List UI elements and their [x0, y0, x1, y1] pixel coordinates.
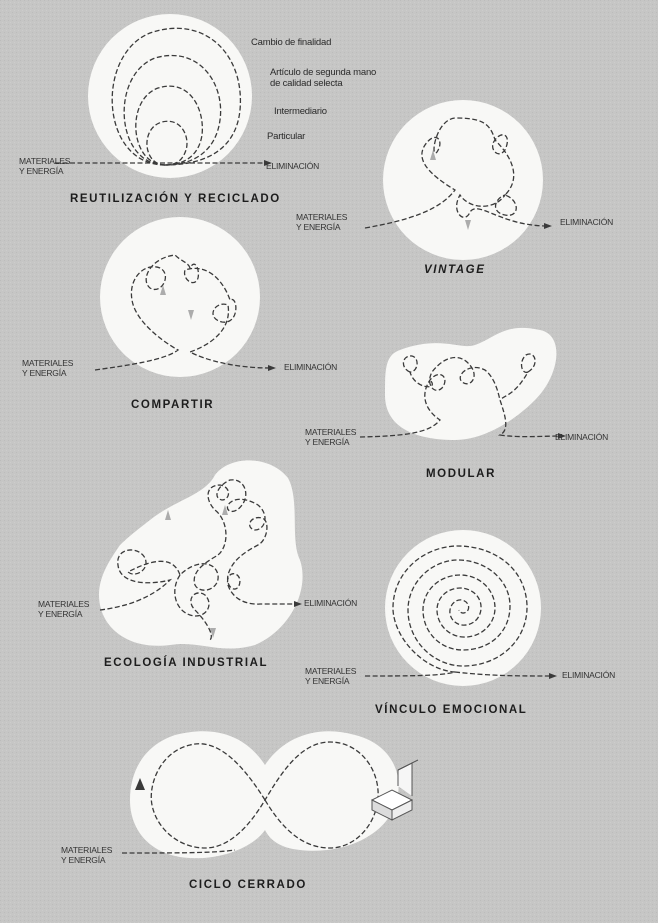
- modular-title: MODULAR: [426, 468, 496, 480]
- sharing-input-line-2: Y ENERGÍA: [22, 368, 73, 378]
- reuse-input-line-2: Y ENERGÍA: [19, 166, 70, 176]
- vintage-input-label: MATERIALES Y ENERGÍA: [296, 212, 347, 232]
- emotional-input-line-2: Y ENERGÍA: [305, 676, 356, 686]
- loop-label-second-hand-line-2: de calidad selecta: [270, 78, 376, 89]
- industrial-input-line-2: Y ENERGÍA: [38, 609, 89, 619]
- modular-output-label: ELIMINACIÓN: [555, 432, 608, 442]
- closed-input-line-1: MATERIALES: [61, 845, 112, 855]
- modular-input-line-1: MATERIALES: [305, 427, 356, 437]
- sharing-blob: [100, 217, 260, 377]
- sharing-title: COMPARTIR: [131, 399, 214, 411]
- vintage-input-line-1: MATERIALES: [296, 212, 347, 222]
- reuse-title: REUTILIZACIÓN Y RECICLADO: [70, 193, 281, 205]
- loop-label-change-purpose: Cambio de finalidad: [251, 37, 331, 48]
- emotional-input-label: MATERIALES Y ENERGÍA: [305, 666, 356, 686]
- vintage-title: VINTAGE: [424, 264, 485, 276]
- loop-label-intermediary: Intermediario: [274, 106, 327, 117]
- emotional-title: VÍNCULO EMOCIONAL: [375, 704, 527, 716]
- sharing-input-line-1: MATERIALES: [22, 358, 73, 368]
- sharing-output-label: ELIMINACIÓN: [284, 362, 337, 372]
- reuse-input-label: MATERIALES Y ENERGÍA: [19, 156, 70, 176]
- closed-input-line-2: Y ENERGÍA: [61, 855, 112, 865]
- reuse-output-label: ELIMINACIÓN: [266, 161, 319, 171]
- industrial-input-line-1: MATERIALES: [38, 599, 89, 609]
- modular-input-label: MATERIALES Y ENERGÍA: [305, 427, 356, 447]
- industrial-title: ECOLOGÍA INDUSTRIAL: [104, 657, 268, 669]
- vintage-output-label: ELIMINACIÓN: [560, 217, 613, 227]
- sharing-input-label: MATERIALES Y ENERGÍA: [22, 358, 73, 378]
- loop-label-second-hand-line-1: Artículo de segunda mano: [270, 67, 376, 78]
- emotional-output-label: ELIMINACIÓN: [562, 670, 615, 680]
- reuse-input-line-1: MATERIALES: [19, 156, 70, 166]
- modular-input-line-2: Y ENERGÍA: [305, 437, 356, 447]
- emotional-input-line-1: MATERIALES: [305, 666, 356, 676]
- industrial-input-label: MATERIALES Y ENERGÍA: [38, 599, 89, 619]
- loop-label-particular: Particular: [267, 131, 305, 142]
- vintage-blob: [383, 100, 543, 260]
- vintage-input-line-2: Y ENERGÍA: [296, 222, 347, 232]
- industrial-output-label: ELIMINACIÓN: [304, 598, 357, 608]
- loop-label-second-hand: Artículo de segunda mano de calidad sele…: [270, 67, 376, 89]
- closed-title: CICLO CERRADO: [189, 879, 307, 891]
- closed-input-label: MATERIALES Y ENERGÍA: [61, 845, 112, 865]
